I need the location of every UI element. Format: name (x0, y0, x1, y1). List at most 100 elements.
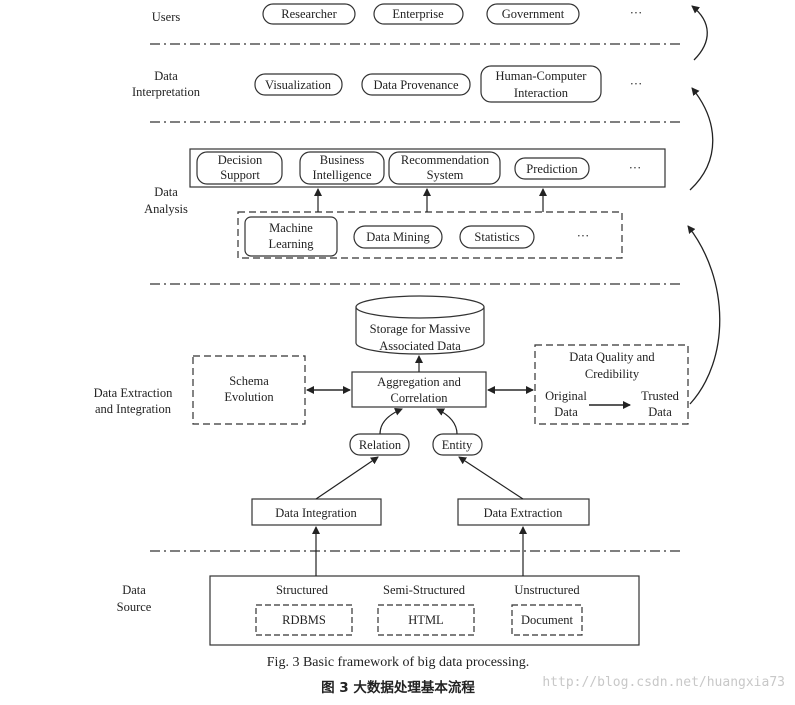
interpretation-more-ellipsis: ··· (630, 77, 643, 91)
schema-group: Schema Evolution (192, 355, 306, 425)
enterprise-box (373, 3, 464, 25)
decision-support-label-1: Decision (218, 153, 263, 167)
aggregation-label-1: Aggregation and (377, 375, 461, 389)
hci-label-2: Interaction (514, 86, 569, 100)
aggregation-box (351, 371, 487, 408)
document-label: Document (521, 613, 574, 627)
aggregation-label-2: Correlation (391, 391, 449, 405)
statistics-label: Statistics (474, 230, 519, 244)
users-more-ellipsis: ··· (630, 6, 643, 20)
prediction-box (514, 157, 590, 180)
visualization-label: Visualization (265, 78, 332, 92)
schema-label-1: Schema (229, 374, 269, 388)
trusted-data-label-1: Trusted (641, 389, 679, 403)
data-mining-label: Data Mining (366, 230, 430, 244)
recommendation-system-label-2: System (427, 168, 464, 182)
quality-label-2: Credibility (585, 367, 640, 381)
layer-label-interpretation-1: Data (154, 69, 178, 83)
quality-group: Data Quality and Credibility Original Da… (534, 344, 689, 425)
machine-learning-box (244, 216, 338, 257)
schema-evolution-box (192, 355, 306, 425)
structured-label: Structured (276, 583, 329, 597)
machine-learning-label-1: Machine (269, 221, 313, 235)
machine-learning-label-2: Learning (268, 237, 314, 251)
extraction-to-entity-arrow (458, 456, 524, 500)
data-provenance-box (361, 73, 471, 96)
government-label: Government (502, 7, 565, 21)
source-group: Structured Semi-Structured Unstructured … (209, 575, 640, 646)
analysis-lower: Machine Learning Data Mining Statistics … (237, 211, 623, 259)
data-mining-box (353, 225, 443, 249)
layer-separators (150, 43, 680, 552)
original-data-label-2: Data (554, 405, 578, 419)
layer-labels: Users Data Interpretation Data Analysis … (94, 10, 201, 614)
business-intelligence-label-2: Intelligence (313, 168, 372, 182)
document-box (511, 604, 583, 636)
data-quality-box (534, 344, 689, 425)
data-integration-label: Data Integration (275, 506, 357, 520)
layer-label-analysis-1: Data (154, 185, 178, 199)
storage-body (355, 307, 485, 355)
prediction-label: Prediction (526, 162, 578, 176)
storage-label-1: Storage for Massive (370, 322, 471, 336)
layer-label-extraction-2: and Integration (95, 402, 172, 416)
flow-curve-analysis-to-interpretation (689, 87, 714, 191)
hci-box (480, 65, 602, 103)
data-extraction-label: Data Extraction (484, 506, 564, 520)
analysis-upper: Decision Support Business Intelligence R… (189, 148, 666, 188)
storage-top (355, 295, 485, 319)
watermark-url: http://blog.csdn.net/huangxia73 (542, 675, 785, 690)
entity-label: Entity (442, 438, 473, 452)
recommendation-system-label-1: Recommendation (401, 153, 490, 167)
data-extraction-box (457, 498, 590, 526)
unstructured-label: Unstructured (514, 583, 580, 597)
statistics-box (459, 225, 535, 249)
rdbms-label: RDBMS (282, 613, 326, 627)
government-box (486, 3, 580, 25)
html-box (377, 604, 475, 636)
relation-entity: Relation Entity (349, 433, 483, 456)
storage-cylinder: Storage for Massive Associated Data (355, 295, 485, 355)
original-data-label-1: Original (545, 389, 587, 403)
rdbms-box (255, 604, 353, 636)
layer-label-users: Users (152, 10, 181, 24)
semi-structured-label: Semi-Structured (383, 583, 466, 597)
relation-label: Relation (359, 438, 402, 452)
business-intelligence-box (299, 151, 385, 185)
quality-label-1: Data Quality and (569, 350, 655, 364)
layer-label-source-2: Source (117, 600, 152, 614)
layer-label-source-1: Data (122, 583, 146, 597)
researcher-label: Researcher (281, 7, 337, 21)
data-provenance-label: Data Provenance (373, 78, 458, 92)
layer-label-analysis-2: Analysis (144, 202, 188, 216)
visualization-box (254, 73, 343, 96)
data-integration-box (251, 498, 382, 526)
schema-label-2: Evolution (224, 390, 274, 404)
analysis-arrows (314, 188, 547, 212)
storage-label-2: Associated Data (379, 339, 461, 353)
analysis-lower-more-ellipsis: ··· (577, 229, 590, 243)
decision-support-box (196, 151, 283, 185)
users-row: Researcher Enterprise Government ··· (262, 3, 643, 25)
business-intelligence-label-1: Business (320, 153, 365, 167)
integration-to-relation-arrow (315, 456, 379, 500)
researcher-box (262, 3, 356, 25)
flow-curve-extraction-to-analysis (687, 225, 721, 405)
figure-caption-en: Fig. 3 Basic framework of big data proce… (267, 655, 529, 670)
trusted-data-label-2: Data (648, 405, 672, 419)
figure-caption-zh: 图 3 大数据处理基本流程 (321, 679, 475, 696)
interpretation-row: Visualization Data Provenance Human-Comp… (254, 65, 643, 103)
relation-to-aggregation-arrow (379, 408, 403, 435)
html-label: HTML (408, 613, 443, 627)
analysis-upper-more-ellipsis: ··· (629, 161, 642, 175)
decision-support-label-2: Support (220, 168, 260, 182)
enterprise-label: Enterprise (392, 7, 444, 21)
flow-curve-interpretation-to-users (691, 5, 708, 61)
entity-to-aggregation-arrow (436, 408, 458, 435)
recommendation-system-box (388, 151, 501, 185)
flow-curves (687, 5, 721, 405)
hci-label-1: Human-Computer (496, 69, 588, 83)
connectors (306, 355, 534, 576)
layer-label-extraction-1: Data Extraction (94, 386, 174, 400)
